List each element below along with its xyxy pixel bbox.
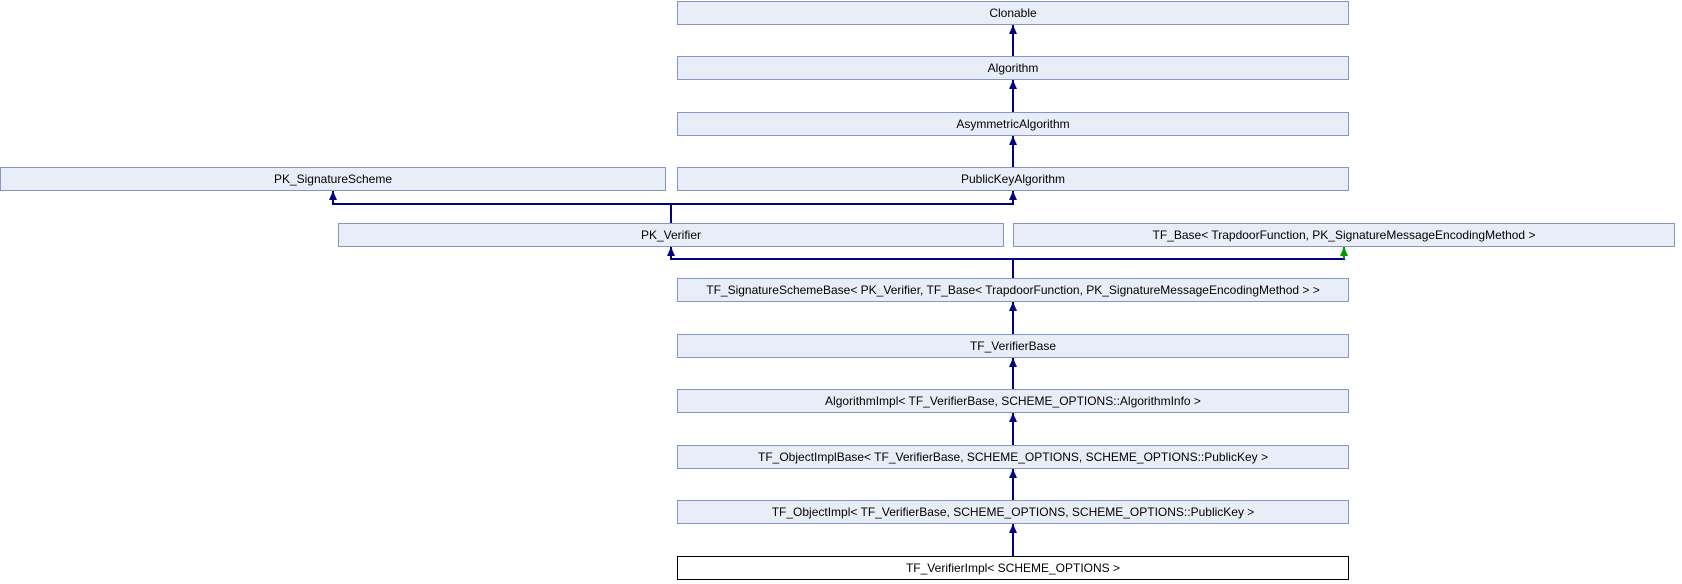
class-node-tf-object-impl-base[interactable]: TF_ObjectImplBase< TF_VerifierBase, SCHE… bbox=[677, 445, 1349, 469]
public-inheritance-arrow-icon bbox=[1009, 469, 1017, 478]
class-node-tf-signature-scheme-base[interactable]: TF_SignatureSchemeBase< PK_Verifier, TF_… bbox=[677, 278, 1349, 302]
inheritance-edge-riser bbox=[670, 204, 672, 223]
inheritance-edge-line bbox=[1012, 469, 1014, 500]
public-inheritance-arrow-icon bbox=[1009, 524, 1017, 533]
class-node-tf-verifier-impl: TF_VerifierImpl< SCHEME_OPTIONS > bbox=[677, 556, 1349, 580]
inheritance-edge-line bbox=[1012, 136, 1014, 167]
inheritance-edge-line bbox=[1012, 80, 1014, 112]
class-node-pk-verifier[interactable]: PK_Verifier bbox=[338, 223, 1004, 247]
class-node-pk-signature-scheme[interactable]: PK_SignatureScheme bbox=[0, 167, 666, 191]
public-inheritance-arrow-icon bbox=[1009, 302, 1017, 311]
protected-inheritance-arrow-icon bbox=[1340, 247, 1348, 256]
inheritance-edge-rail bbox=[670, 258, 1345, 260]
public-inheritance-arrow-icon bbox=[1009, 358, 1017, 367]
inheritance-edge-line bbox=[1012, 358, 1014, 389]
public-inheritance-arrow-icon bbox=[329, 191, 337, 200]
public-inheritance-arrow-icon bbox=[1009, 80, 1017, 89]
class-node-asymmetric-algorithm[interactable]: AsymmetricAlgorithm bbox=[677, 112, 1349, 136]
public-inheritance-arrow-icon bbox=[1009, 191, 1017, 200]
inheritance-edge-line bbox=[1012, 524, 1014, 556]
public-inheritance-arrow-icon bbox=[1009, 413, 1017, 422]
inheritance-edge-riser bbox=[1012, 259, 1014, 278]
class-node-algorithm-impl[interactable]: AlgorithmImpl< TF_VerifierBase, SCHEME_O… bbox=[677, 389, 1349, 413]
public-inheritance-arrow-icon bbox=[667, 247, 675, 256]
class-node-clonable[interactable]: Clonable bbox=[677, 1, 1349, 25]
inheritance-edge-rail bbox=[332, 203, 1014, 205]
class-node-public-key-algorithm[interactable]: PublicKeyAlgorithm bbox=[677, 167, 1349, 191]
class-node-tf-verifier-base[interactable]: TF_VerifierBase bbox=[677, 334, 1349, 358]
inheritance-edge-line bbox=[1012, 25, 1014, 56]
inheritance-edge-line bbox=[1012, 413, 1014, 445]
public-inheritance-arrow-icon bbox=[1009, 136, 1017, 145]
class-node-tf-base[interactable]: TF_Base< TrapdoorFunction, PK_SignatureM… bbox=[1013, 223, 1675, 247]
class-node-tf-object-impl[interactable]: TF_ObjectImpl< TF_VerifierBase, SCHEME_O… bbox=[677, 500, 1349, 524]
class-node-algorithm[interactable]: Algorithm bbox=[677, 56, 1349, 80]
inheritance-edge-line bbox=[1012, 302, 1014, 334]
public-inheritance-arrow-icon bbox=[1009, 25, 1017, 34]
